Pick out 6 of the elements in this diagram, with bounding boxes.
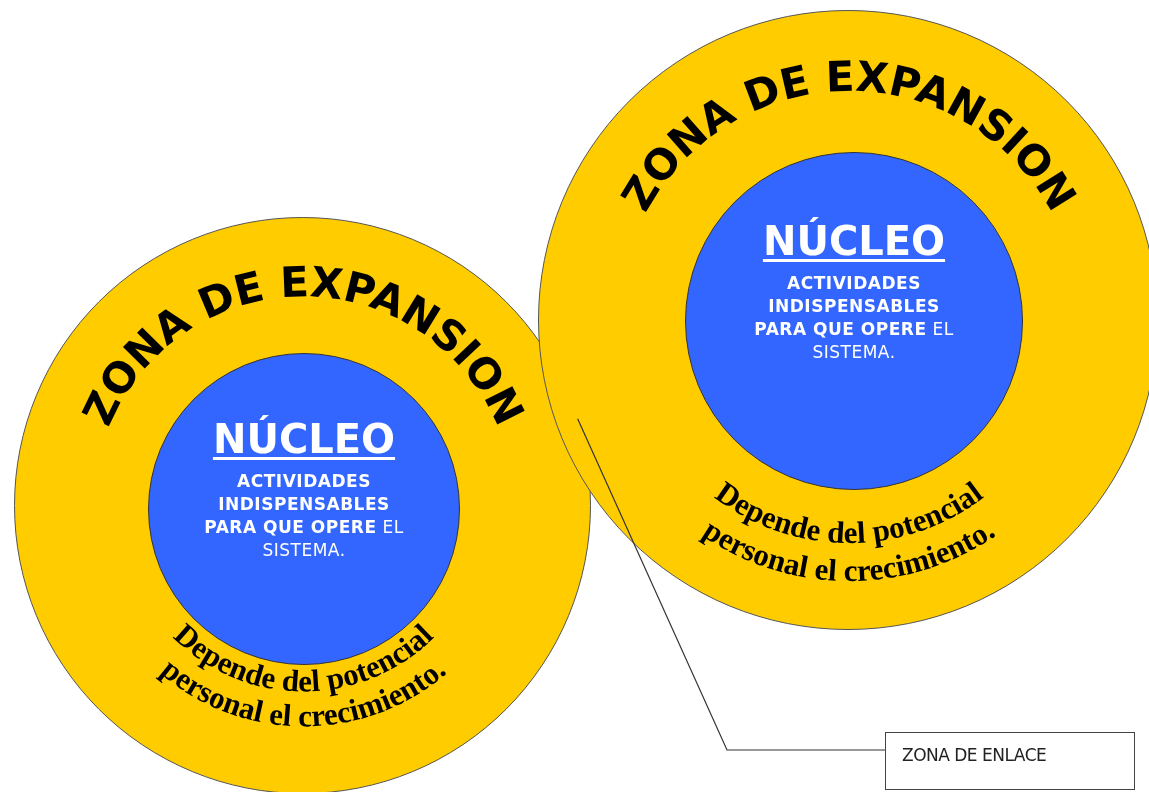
core-description: ACTIVIDADES INDISPENSABLES PARA QUE OPERE EL SISTEMA. [203,470,405,562]
box-label: ZONA DE ENLACE [902,745,1047,765]
label-box [885,732,1135,790]
leader-line [577,418,886,751]
core-title: NÚCLEO [762,218,946,264]
core-description: ACTIVIDADES INDISPENSABLES PARA QUE OPERE EL SISTEMA. [753,272,955,364]
